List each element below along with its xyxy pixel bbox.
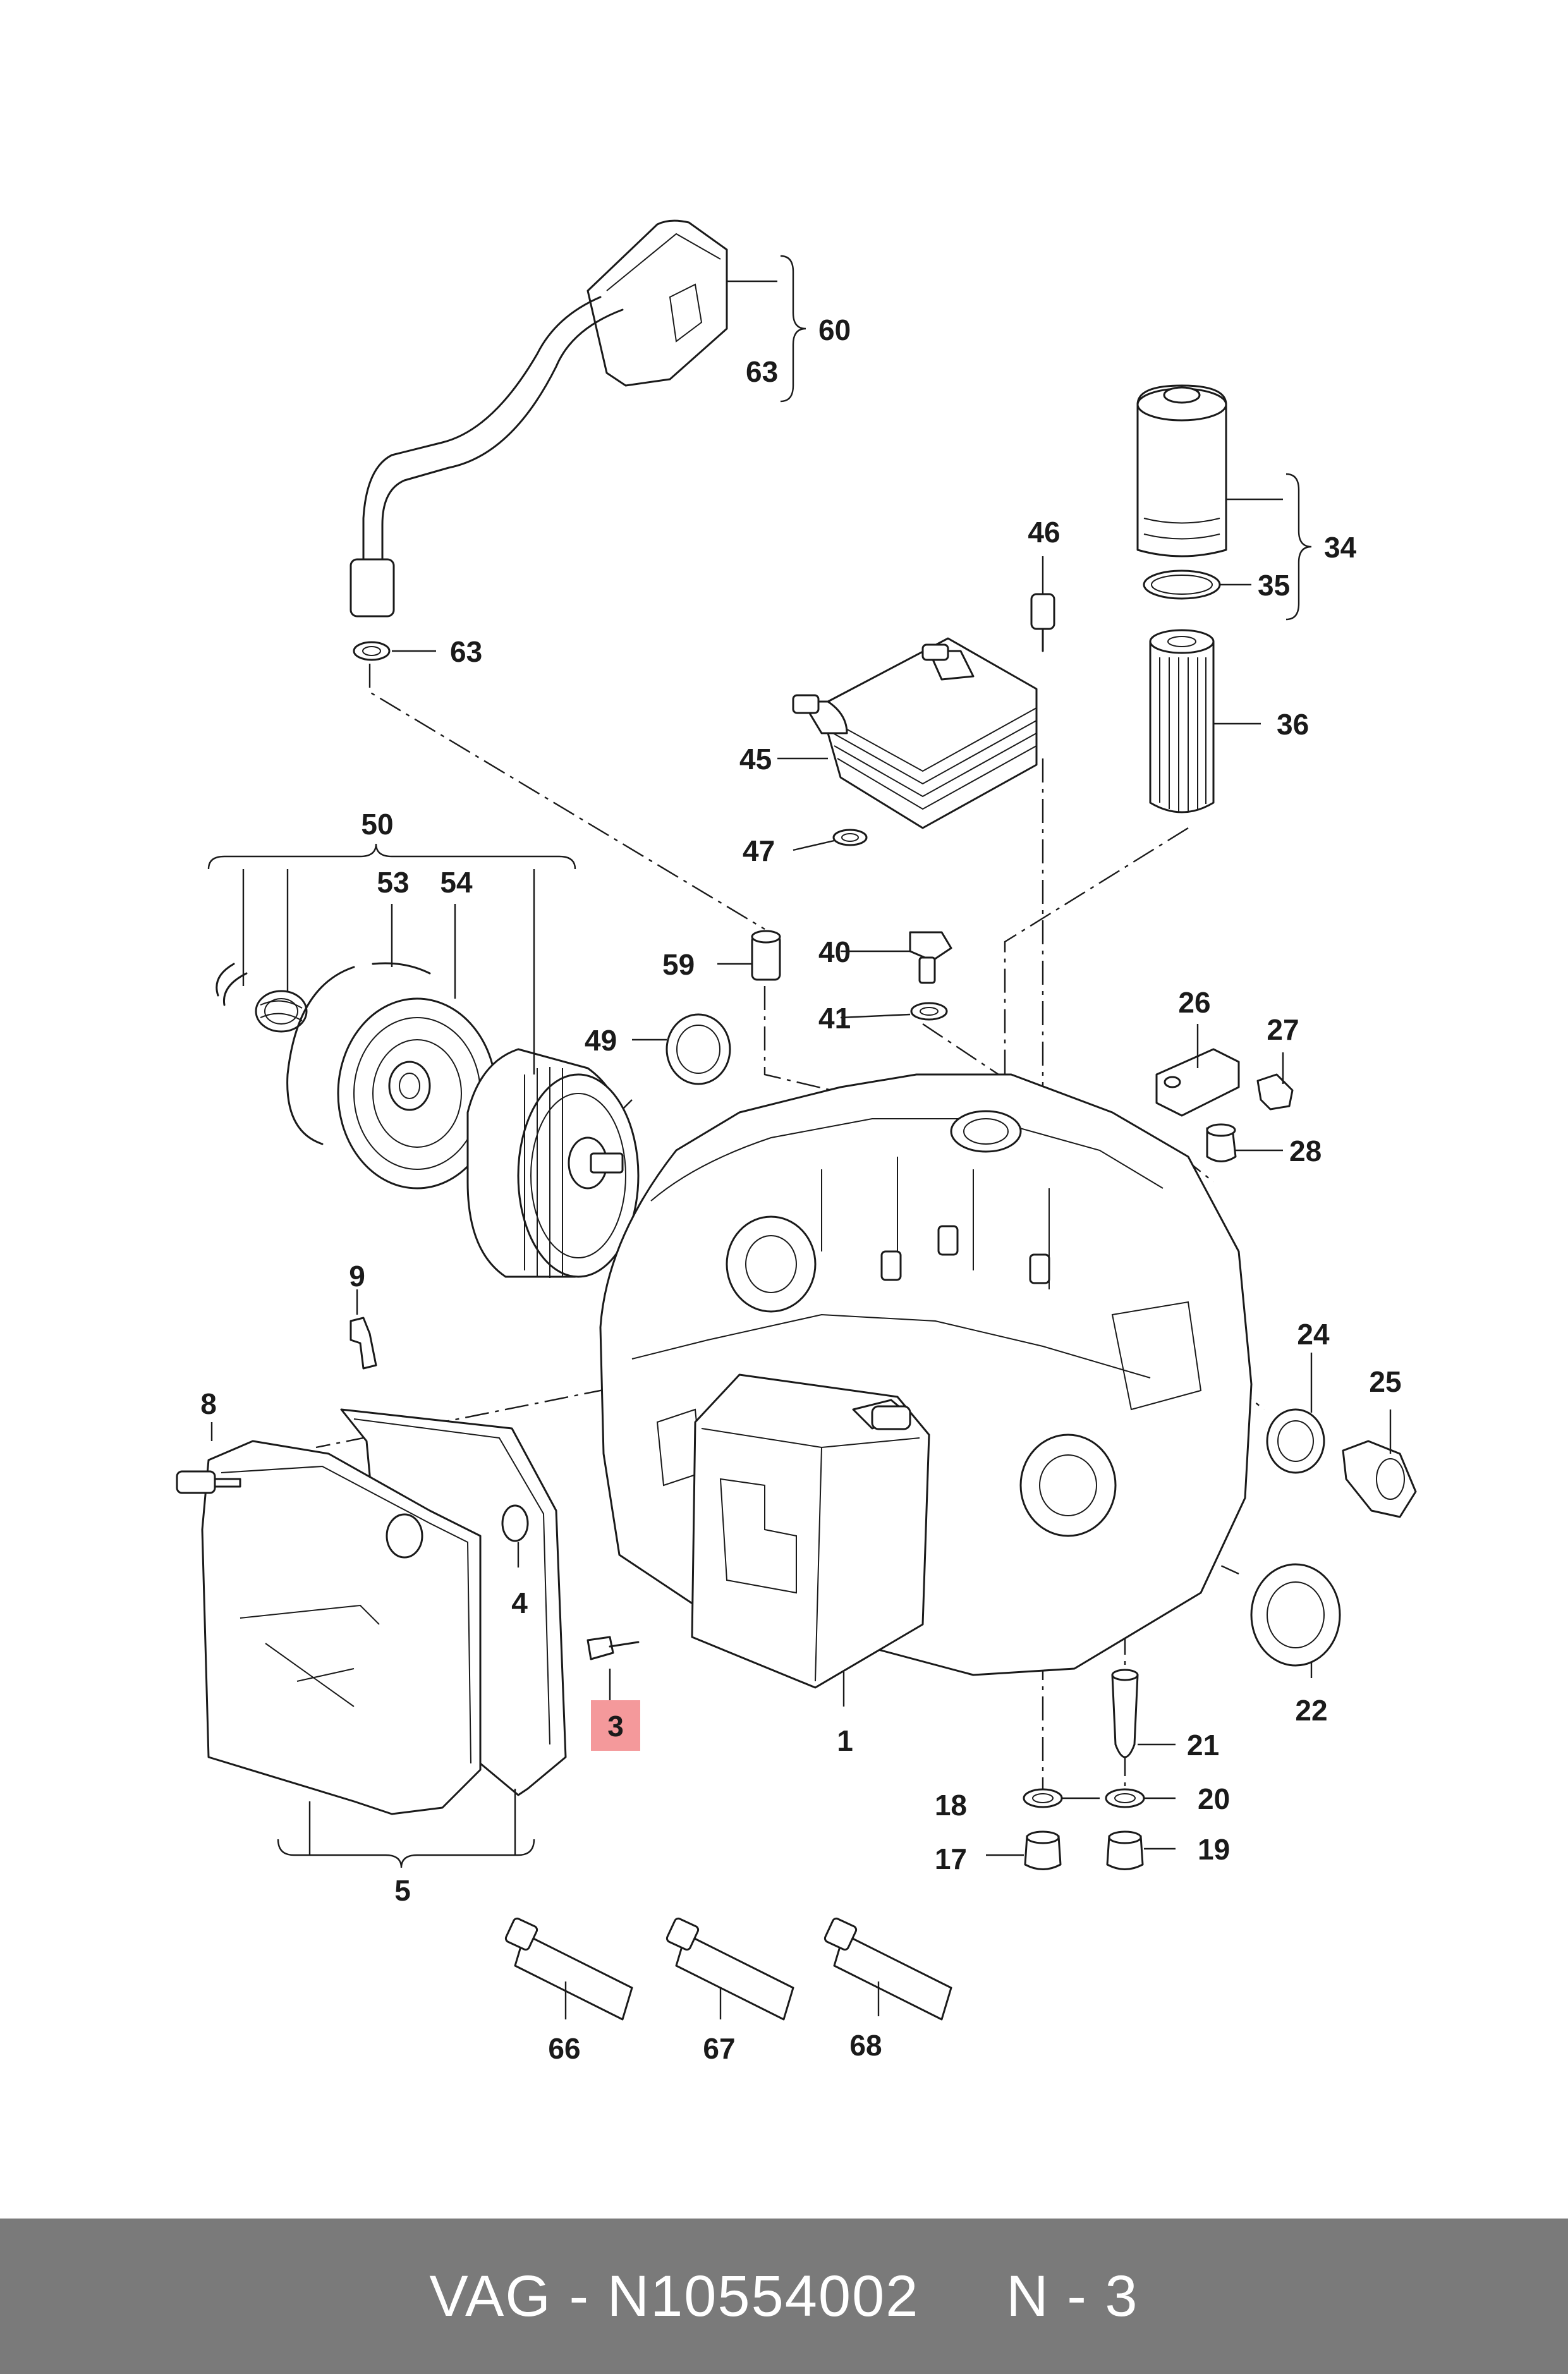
callout-24: 24 [1297, 1318, 1330, 1351]
callout-60: 60 [818, 313, 851, 346]
callout-17: 17 [935, 1842, 967, 1875]
callout-40: 40 [818, 935, 851, 968]
callout-25: 25 [1369, 1365, 1401, 1398]
callout-26: 26 [1178, 986, 1210, 1019]
callout-19: 19 [1198, 1833, 1230, 1866]
callout-8: 8 [200, 1387, 217, 1420]
leader-lines [207, 255, 1392, 2019]
callout-54: 54 [440, 866, 473, 899]
callout-9: 9 [349, 1260, 365, 1293]
callout-20: 20 [1198, 1782, 1230, 1815]
callout-47: 47 [743, 834, 775, 867]
oil-cooler [792, 593, 1055, 846]
callouts: 60 63 63 46 34 35 36 45 47 50 53 54 59 4… [200, 313, 1401, 2065]
part-number-footer: VAG - N10554002 N - 3 [0, 2219, 1568, 2374]
sealant-tubes [504, 1917, 952, 2021]
small-fittings [665, 930, 1294, 1162]
callout-27: 27 [1267, 1013, 1299, 1046]
clutch-assembly [216, 962, 640, 1278]
callout-63: 63 [450, 635, 482, 668]
part-number-text: VAG - N10554002 N - 3 [429, 2263, 1139, 2328]
breather-housing [349, 219, 728, 661]
oil-pan-assembly [176, 1317, 640, 1815]
callout-41: 41 [818, 1002, 851, 1035]
callout-66: 66 [548, 2032, 580, 2065]
callout-59: 59 [662, 948, 695, 981]
callout-67: 67 [703, 2032, 735, 2065]
callout-35: 35 [1258, 569, 1290, 602]
callout-36: 36 [1277, 708, 1309, 741]
callout-68: 68 [849, 2029, 882, 2062]
callout-53: 53 [377, 866, 409, 899]
callout-5: 5 [394, 1874, 411, 1907]
callout-49: 49 [585, 1024, 617, 1057]
callout-34: 34 [1324, 531, 1357, 564]
callout-46: 46 [1028, 516, 1060, 549]
callout-50: 50 [361, 808, 393, 841]
callout-18: 18 [935, 1789, 967, 1822]
callout-4: 4 [511, 1586, 528, 1619]
transmission-housing [599, 1073, 1253, 1689]
callout-28: 28 [1289, 1135, 1322, 1167]
callout-45: 45 [739, 743, 772, 776]
callout-22: 22 [1295, 1694, 1327, 1727]
oil-filter [1136, 384, 1227, 813]
plugs-and-seals [1023, 1408, 1417, 1870]
callout-21: 21 [1187, 1729, 1219, 1762]
exploded-parts-diagram: 60 63 63 46 34 35 36 45 47 50 53 54 59 4… [176, 219, 1417, 2065]
callout-1: 1 [837, 1724, 853, 1757]
callout-3-highlight [591, 1700, 640, 1751]
callout-3: 3 [607, 1710, 624, 1743]
callout-63-top: 63 [746, 355, 778, 388]
